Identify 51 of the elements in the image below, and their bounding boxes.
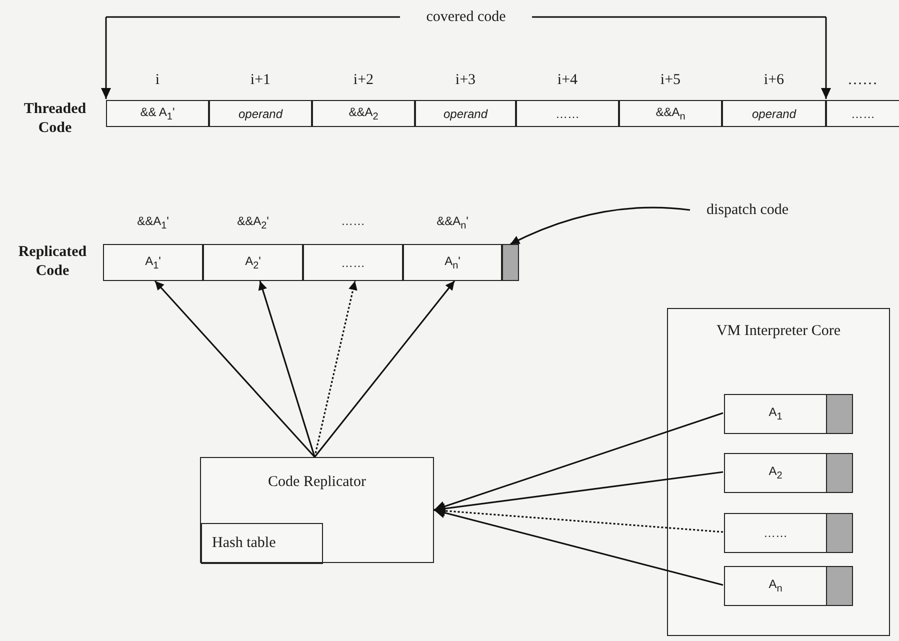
arrow [258,280,316,458]
memory-cell: …… [826,100,899,127]
address-label: &&A$_{n}$' [436,214,468,232]
address-label: &&A$_{1}$' [137,214,169,232]
address-label: i [155,72,160,89]
arrow [434,505,724,533]
address-label: i+6 [764,72,784,89]
arrow [154,280,316,458]
dispatch-block [502,244,519,281]
callout-text: dispatch code [690,199,805,221]
memory-cell: A$_{n}$ [724,566,827,606]
memory-cell: A$_{2}$' [203,244,303,281]
arrow [314,280,456,458]
component-box [200,457,434,563]
memory-cell: operand [415,100,516,127]
memory-cell: …… [724,513,827,553]
memory-cell: A$_{n}$' [403,244,502,281]
dispatch-block [826,394,853,434]
address-label: i+2 [353,72,374,89]
address-label: i+3 [455,72,476,89]
core-panel [667,308,890,636]
bracket-label: covered code [426,9,506,26]
address-label: i+1 [250,72,271,89]
address-label: i+4 [557,72,578,89]
dispatch-block [826,566,853,606]
address-label: i+5 [660,72,681,89]
memory-cell: &&A$_{n}$ [619,100,722,127]
arrow [434,412,724,512]
memory-cell: operand [209,100,312,127]
memory-cell: …… [303,244,403,281]
address-label: …… [848,72,878,89]
arrow [434,507,724,586]
arrow [434,471,724,514]
dispatch-block [826,453,853,493]
memory-cell: && A$_{1}$' [106,100,209,127]
memory-cell: operand [722,100,826,127]
leader-line [510,206,690,245]
box-title: Code Replicator [267,473,367,492]
address-label: &&A$_{2}$' [237,214,269,232]
row-label: Replicated Code [17,243,88,281]
table-box: Hash table [201,523,323,564]
box-title: VM Interpreter Core [715,322,842,341]
memory-cell: A$_{1}$ [724,394,827,434]
memory-cell: A$_{1}$' [103,244,203,281]
memory-cell: …… [516,100,619,127]
arrow [314,280,358,458]
dispatch-block [826,513,853,553]
row-label: Threaded Code [22,100,88,138]
memory-cell: &&A$_{2}$ [312,100,415,127]
address-label: …… [341,214,365,228]
memory-cell: A$_{2}$ [724,453,827,493]
